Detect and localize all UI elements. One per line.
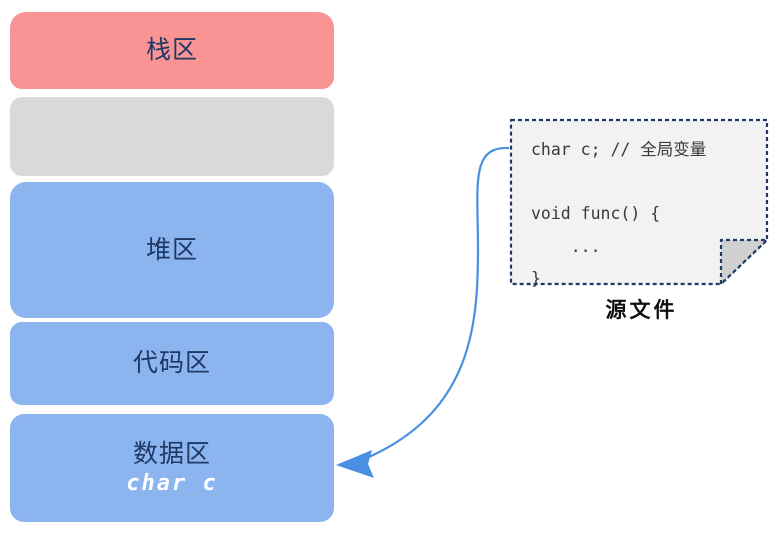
note-shape: [509, 118, 769, 286]
note-folded-corner-icon: [719, 238, 769, 286]
source-file-note: char c; // 全局变量 void func() { ... }: [509, 118, 774, 288]
memory-block-gap: [10, 97, 334, 176]
memory-block-label: 数据区: [132, 438, 211, 468]
source-file-caption: 源文件: [605, 297, 678, 322]
connector-curve: [351, 146, 510, 466]
memory-block-stack: 栈区: [10, 12, 334, 89]
memory-block-label: 堆区: [145, 234, 198, 264]
memory-block-data: 数据区 char c: [10, 414, 334, 522]
arrowhead-icon: [336, 450, 374, 478]
memory-block-heap: 堆区: [10, 182, 334, 318]
memory-block-label: 栈区: [145, 35, 198, 65]
memory-block-label: 代码区: [132, 348, 211, 378]
memory-block-variable: char c: [126, 471, 218, 497]
memory-block-code: 代码区: [10, 322, 334, 405]
source-code-text: char c; // 全局变量 void func() { ... }: [531, 140, 707, 288]
